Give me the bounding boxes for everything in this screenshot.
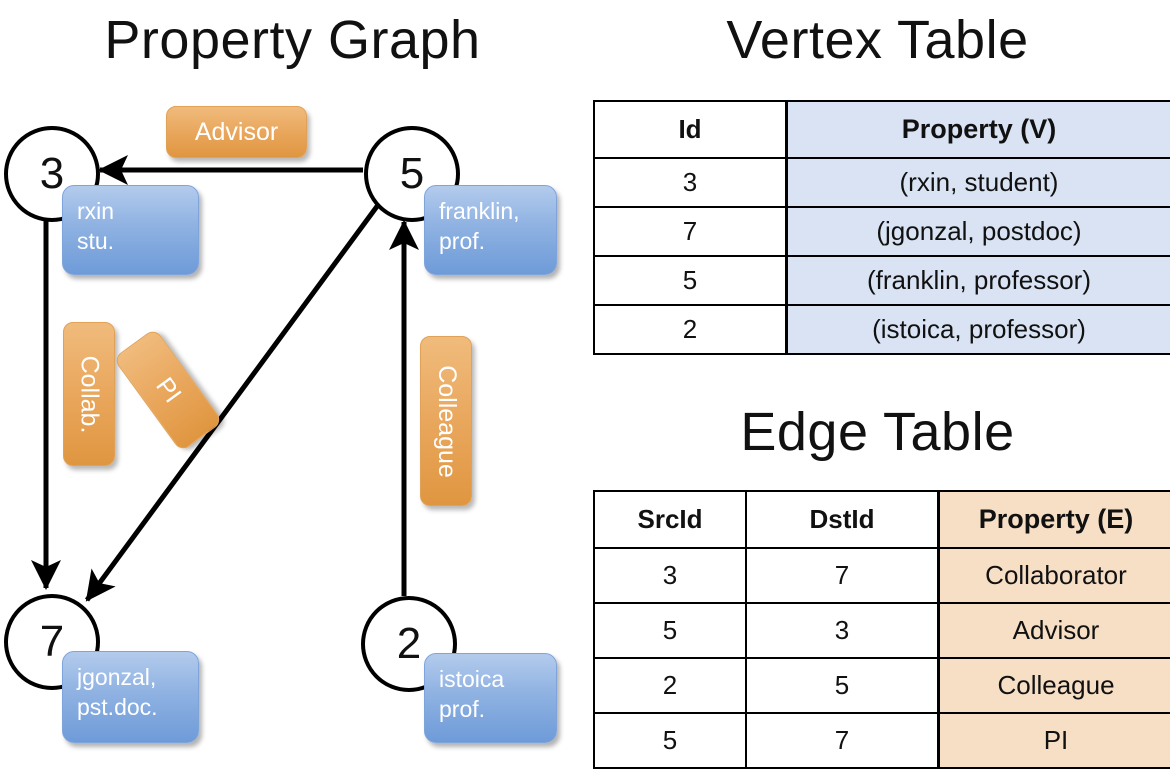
edge-table-header-row: SrcId DstId Property (E) bbox=[594, 491, 1170, 548]
vertex-table: Id Property (V) 3 (rxin, student) 7 (jgo… bbox=[593, 100, 1170, 355]
vertex-cell-id: 3 bbox=[594, 158, 787, 207]
vertex-cell-property: (rxin, student) bbox=[787, 158, 1170, 207]
edge-table-header-dstid: DstId bbox=[746, 491, 939, 548]
node-property-box-2: istoica prof. bbox=[424, 653, 557, 743]
edge-label-collab: Collab. bbox=[63, 322, 115, 466]
table-row[interactable]: 2 (istoica, professor) bbox=[594, 305, 1170, 354]
edge-cell-dstid: 3 bbox=[746, 603, 939, 658]
node-property-box-5: franklin, prof. bbox=[424, 185, 557, 275]
table-row[interactable]: 2 5 Colleague bbox=[594, 658, 1170, 713]
vertex-cell-id: 2 bbox=[594, 305, 787, 354]
edge-label-colleague: Colleague bbox=[420, 336, 472, 506]
vertex-cell-property: (franklin, professor) bbox=[787, 256, 1170, 305]
node-property-box-7: jgonzal, pst.doc. bbox=[62, 651, 199, 743]
edge-cell-property: Colleague bbox=[939, 658, 1170, 713]
edge-table: SrcId DstId Property (E) 3 7 Collaborato… bbox=[593, 490, 1170, 769]
edge-label-advisor: Advisor bbox=[166, 106, 307, 158]
vertex-table-header-row: Id Property (V) bbox=[594, 101, 1170, 158]
table-row[interactable]: 5 3 Advisor bbox=[594, 603, 1170, 658]
edge-cell-dstid: 5 bbox=[746, 658, 939, 713]
table-row[interactable]: 7 (jgonzal, postdoc) bbox=[594, 207, 1170, 256]
table-row[interactable]: 5 (franklin, professor) bbox=[594, 256, 1170, 305]
vertex-cell-property: (istoica, professor) bbox=[787, 305, 1170, 354]
edge-cell-property: Advisor bbox=[939, 603, 1170, 658]
edge-cell-property: Collaborator bbox=[939, 548, 1170, 603]
edge-table-header-property: Property (E) bbox=[939, 491, 1170, 548]
vertex-cell-id: 7 bbox=[594, 207, 787, 256]
table-row[interactable]: 3 (rxin, student) bbox=[594, 158, 1170, 207]
edge-cell-srcid: 5 bbox=[594, 603, 746, 658]
vertex-table-header-property: Property (V) bbox=[787, 101, 1170, 158]
vertex-table-header-id: Id bbox=[594, 101, 787, 158]
page-title-vertex-table: Vertex Table bbox=[585, 8, 1170, 72]
table-row[interactable]: 3 7 Collaborator bbox=[594, 548, 1170, 603]
edge-cell-srcid: 2 bbox=[594, 658, 746, 713]
vertex-cell-id: 5 bbox=[594, 256, 787, 305]
edge-cell-dstid: 7 bbox=[746, 548, 939, 603]
page-title-edge-table: Edge Table bbox=[585, 400, 1170, 464]
edge-cell-srcid: 3 bbox=[594, 548, 746, 603]
vertex-cell-property: (jgonzal, postdoc) bbox=[787, 207, 1170, 256]
edge-table-header-srcid: SrcId bbox=[594, 491, 746, 548]
node-property-box-3: rxin stu. bbox=[62, 185, 199, 275]
